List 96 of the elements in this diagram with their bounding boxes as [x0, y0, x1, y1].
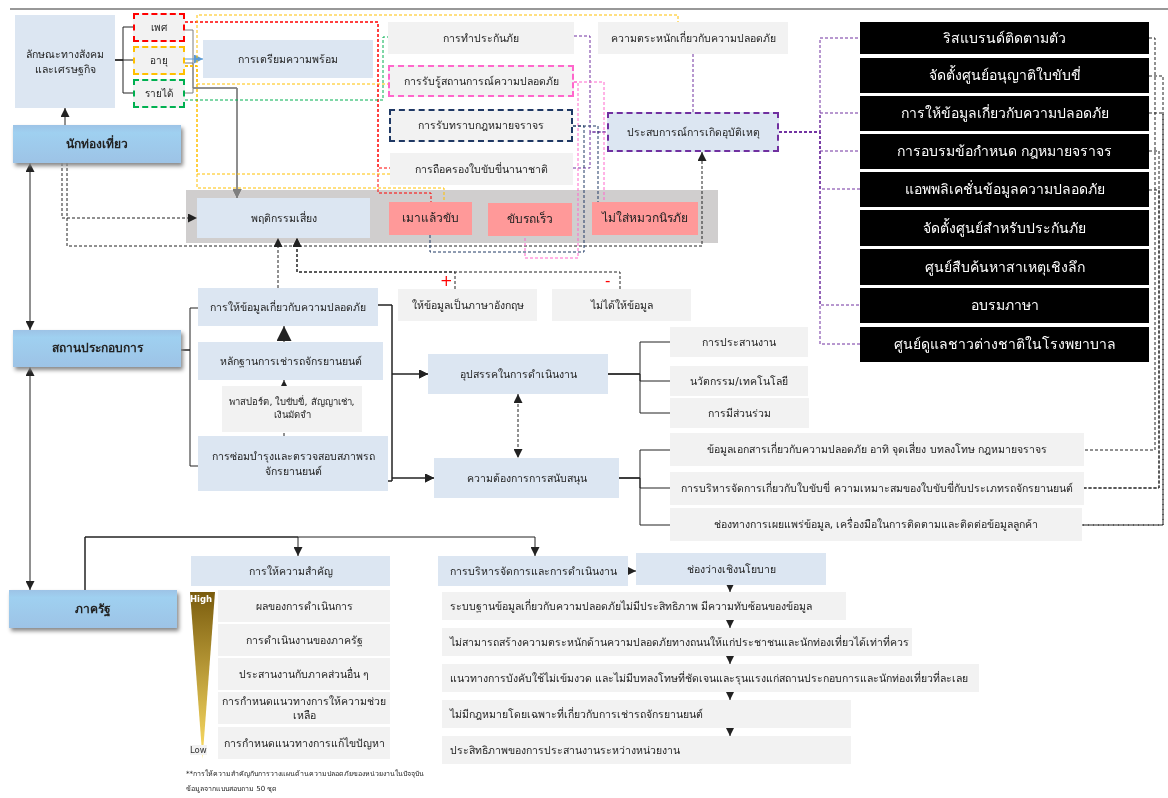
stakeholder-box: สถานประกอบการ [13, 330, 181, 367]
gradient-scale [189, 592, 216, 759]
process-box: ให้ข้อมูลเป็นภาษาอังกฤษ [398, 289, 537, 321]
arrow [279, 379, 289, 389]
connector-line [692, 53, 694, 113]
measure-box: จัดตั้งศูนย์สำหรับประกันภัย [860, 210, 1149, 246]
process-box: หลักฐานการเช่ารถจักรยานยนต์ [198, 342, 383, 380]
process-box: ช่องว่างเชิงนโยบาย [636, 553, 826, 585]
process-box: ประสิทธิภาพของการประสานงานระหว่างหน่วยงาน [442, 736, 851, 764]
process-box: การถือครองใบขับขี่นานาชาติ [390, 153, 573, 185]
measure-box: การอบรมข้อกำหนด กฎหมายจราจร [860, 134, 1149, 169]
arrow [25, 366, 35, 591]
process-box: การบริหารจัดการเกี่ยวกับใบขับขี่ ความเหมาะสมของใบขับขี่กับประเภทรถจักรยานยนต์ [670, 472, 1084, 505]
arrow [513, 393, 523, 459]
arrow [387, 473, 435, 483]
connector-line [573, 35, 608, 133]
process-box: การรับทราบกฎหมายจราจร [389, 109, 573, 142]
measure-box: ศูนย์ดูแลชาวต่างชาติในโรงพยาบาล [860, 327, 1149, 362]
grouping-band [186, 190, 718, 243]
process-box: ลักษณะทางสังคมและเศรษฐกิจ [15, 15, 115, 108]
process-box: ระบบฐานข้อมูลเกี่ยวกับความปลอดภัยไม่มีประสิทธิภาพ มีความทับซ้อนของข้อมูล [442, 592, 846, 620]
process-box: อุปสรรคในการดำเนินงาน [428, 354, 608, 394]
process-box: การให้ข้อมูลเกี่ยวกับความปลอดภัย [198, 288, 378, 326]
arrow [292, 237, 621, 290]
arrow [60, 107, 70, 126]
note-box: พาสปอร์ต, ใบขับขี่, สัญญาเช่า, เงินมัดจำ [222, 386, 362, 432]
factor-box: รายได้ [133, 79, 185, 108]
process-box: การบริหารจัดการและการดำเนินงาน [438, 556, 628, 586]
process-box: การกำหนดแนวทางการให้ความช่วยเหลือ [218, 692, 390, 724]
connector-line [524, 81, 579, 259]
arrow [66, 151, 707, 247]
measure-box: ศูนย์สืบค้นหาสาเหตุเชิงลึก [860, 249, 1149, 285]
scale-label: High [190, 594, 213, 604]
risk-box: ขับรถเร็ว [488, 203, 572, 236]
risk-box: เมาแล้วขับ [389, 202, 472, 235]
factor-box: อายุ [133, 46, 185, 75]
arrow [84, 536, 540, 591]
measure-box: อบรมภาษา [860, 288, 1149, 323]
arrow [184, 87, 242, 199]
arrow [61, 162, 198, 223]
connector-line [572, 125, 599, 203]
risk-box: ไม่ใส่หมวกนิรภัย [592, 202, 698, 235]
arrow [273, 237, 283, 289]
connector-line [180, 349, 199, 467]
edge-label: + [439, 275, 454, 287]
process-box: พฤติกรรมเสี่ยง [197, 198, 370, 238]
process-box: การมีส่วนร่วม [670, 398, 809, 428]
measure-box: จัดตั้งศูนย์อนุญาติใบขับขี่ [860, 58, 1149, 93]
measure-box: แอพพลิเคชั่นข้อมูลความปลอดภัย [860, 172, 1149, 207]
connector-line [429, 125, 585, 253]
factor-box: เพศ [133, 13, 185, 42]
process-box: ไม่มีกฎหมายโดยเฉพาะที่เกี่ยวกับการเช่ารถจักรยานยนต์ [442, 700, 851, 728]
arrow [725, 691, 735, 701]
connector-line [573, 81, 605, 203]
process-box: ความต้องการการสนับสนุน [434, 458, 619, 498]
arrow [25, 162, 35, 331]
process-box: การเตรียมความพร้อม [203, 40, 373, 78]
connector-line [184, 36, 389, 101]
measure-box: การให้ข้อมูลเกี่ยวกับความปลอดภัย [860, 96, 1149, 131]
connector-line [184, 65, 445, 203]
process-box: การให้ความสำคัญ [191, 556, 390, 586]
process-box: ความตระหนักเกี่ยวกับความปลอดภัย [598, 22, 788, 54]
process-box: การกำหนดแนวทางการแก้ไขปัญหา [218, 727, 390, 759]
stakeholder-box: นักท่องเที่ยว [13, 125, 181, 163]
connector-line [607, 373, 671, 414]
arrow [725, 619, 735, 629]
scale-label: Low [190, 745, 207, 755]
connector-line [778, 131, 861, 345]
stakeholder-box: ภาครัฐ [9, 590, 177, 628]
process-box: ไม่ได้ให้ข้อมูล [552, 289, 691, 321]
connector-line [184, 21, 432, 203]
connector-line [572, 131, 608, 169]
arrow [276, 325, 292, 343]
arrow [725, 727, 735, 737]
connector-line [283, 431, 285, 437]
measure-box: ริสแบรนด์ติดตามตัว [860, 22, 1149, 54]
connector-line [1083, 37, 1156, 451]
connector-line [114, 59, 134, 94]
process-box: ไม่สามารถสร้างความตระหนักด้านความปลอดภัยทางถนนให้แก่ประชาชนและนักท่องเที่ยวได้เท่าที่ควร [442, 628, 912, 656]
process-box: นวัตกรรม/เทคโนโลยี [670, 366, 808, 396]
process-box: ช่องทางการเผยแพร่ข้อมูล, เครื่องมือในการติดตามและติดต่อข้อมูลลูกค้า [670, 508, 1082, 541]
process-box: การดำเนินงานของภาครัฐ [218, 624, 390, 656]
process-box: แนวทางการบังคับใช้ไม่เข้มงวด และไม่มีบทลงโทษที่ชัดเจนและรุนแรงแก่สถานประกอบการและนักท่องเที่ยวที่ละเลย [442, 664, 979, 692]
process-box: การทำประกันภัย [388, 22, 574, 54]
arrow [627, 566, 637, 576]
process-box: ข้อมูลเอกสารเกี่ยวกับความปลอดภัย อาทิ จุดเสี่ยง บทลงโทษ กฎหมายจราจร [670, 433, 1084, 466]
connector-line [618, 477, 671, 526]
arrow [725, 583, 735, 593]
process-box: การซ่อมบำรุงและตรวจสอบสภาพรถจักรยานยนต์ [198, 436, 388, 491]
process-box: ประสบการณ์การเกิดอุบัติเหตุ [607, 112, 779, 152]
process-box: ผลของการดำเนินการ [218, 590, 390, 622]
arrow [725, 655, 735, 665]
process-box: การรับรู้สถานการณ์ความปลอดภัย [388, 65, 574, 97]
process-box: การประสานงาน [670, 327, 808, 357]
process-box: ประสานงานกับภาคส่วนอื่น ๆ [218, 658, 390, 690]
arrow [184, 54, 204, 64]
